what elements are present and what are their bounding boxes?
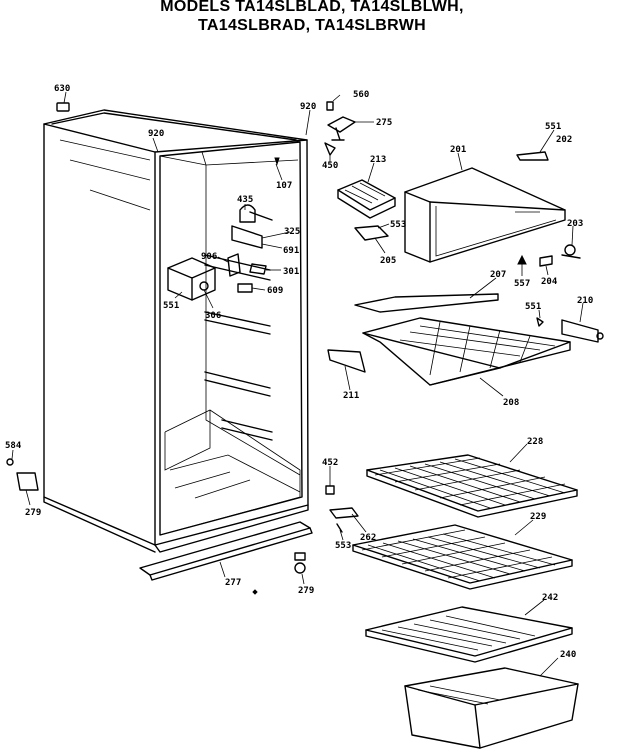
part-label: 207 [490,270,506,280]
part-label: 262 [360,533,376,543]
chiller-assembly [327,293,604,386]
part-label: 210 [577,296,593,306]
part-label: 920 [300,102,316,112]
part-label: 551 [163,301,179,311]
part-label: 279 [298,586,314,596]
part-label: 201 [450,145,466,155]
part-label: 107 [276,181,292,191]
part-label: 211 [343,391,359,401]
part-label: 557 [514,279,530,289]
part-label: 584 [5,441,22,451]
part-label: 205 [380,256,396,266]
models-title-line-2: TA14SLBRAD, TA14SLBRWH [198,17,426,34]
leader-lines [11,91,584,677]
models-title-line-1: MODELS TA14SLBLAD, TA14SLBLWH, [160,0,464,15]
part-label: 630 [54,84,70,94]
part-label: 242 [542,593,558,603]
part-label: 213 [370,155,386,165]
part-label: 306 [205,311,221,321]
part-label: 553 [335,541,351,551]
part-label: 279 [25,508,41,518]
freezer-door-assembly [337,151,581,276]
crisper-pan-240 [404,667,579,749]
part-label: 202 [556,135,572,145]
crisper-cover-242 [365,606,573,663]
part-labels: 630 920 920 560 275 450 107 435 325 691 … [5,84,593,660]
wire-shelf-229 [352,524,573,590]
part-label: 609 [267,286,283,296]
part-label: 229 [530,512,546,522]
part-label: 203 [567,219,583,229]
top-hinge-parts [56,101,356,156]
part-label: 228 [527,437,543,447]
part-label: 275 [376,118,392,128]
part-label: 325 [284,227,300,237]
part-label: 906 [201,252,217,262]
part-label: 277 [225,578,241,588]
part-label: 301 [283,267,299,277]
part-label: 920 [148,129,164,139]
part-label: 452 [322,458,338,468]
control-cluster [167,157,280,301]
part-label: 240 [560,650,576,660]
part-label: 435 [237,195,253,205]
part-label: 691 [283,246,299,256]
part-label: 560 [353,90,369,100]
cabinet [43,109,309,553]
part-label: 551 [525,302,541,312]
part-label: 204 [541,277,558,287]
part-label: 208 [503,398,519,408]
bottom-parts [6,458,359,595]
wire-shelf-228 [366,454,578,518]
part-label: 551 [545,122,561,132]
part-label: 450 [322,161,338,171]
part-label: 553 [390,220,406,230]
